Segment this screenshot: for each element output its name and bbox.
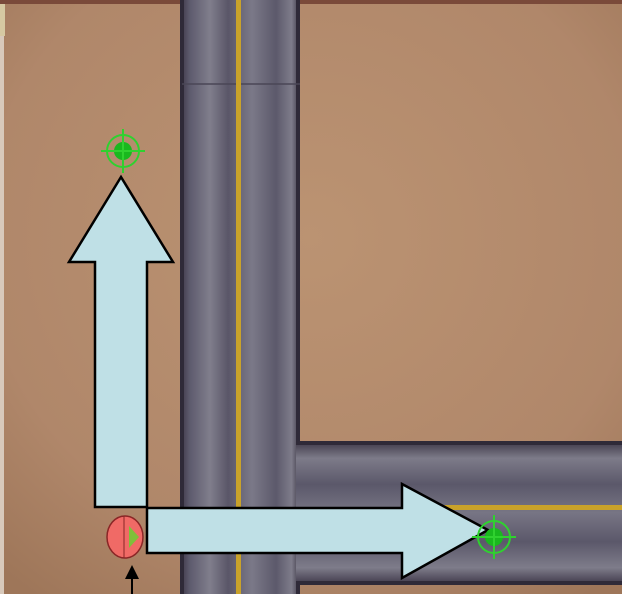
window-top-edge — [0, 0, 622, 4]
frame-tab — [0, 4, 5, 36]
vertical-road — [180, 0, 300, 594]
start-position-icon — [107, 516, 143, 558]
frame-left-edge — [0, 4, 4, 594]
vertical-road-center-line — [236, 0, 241, 594]
